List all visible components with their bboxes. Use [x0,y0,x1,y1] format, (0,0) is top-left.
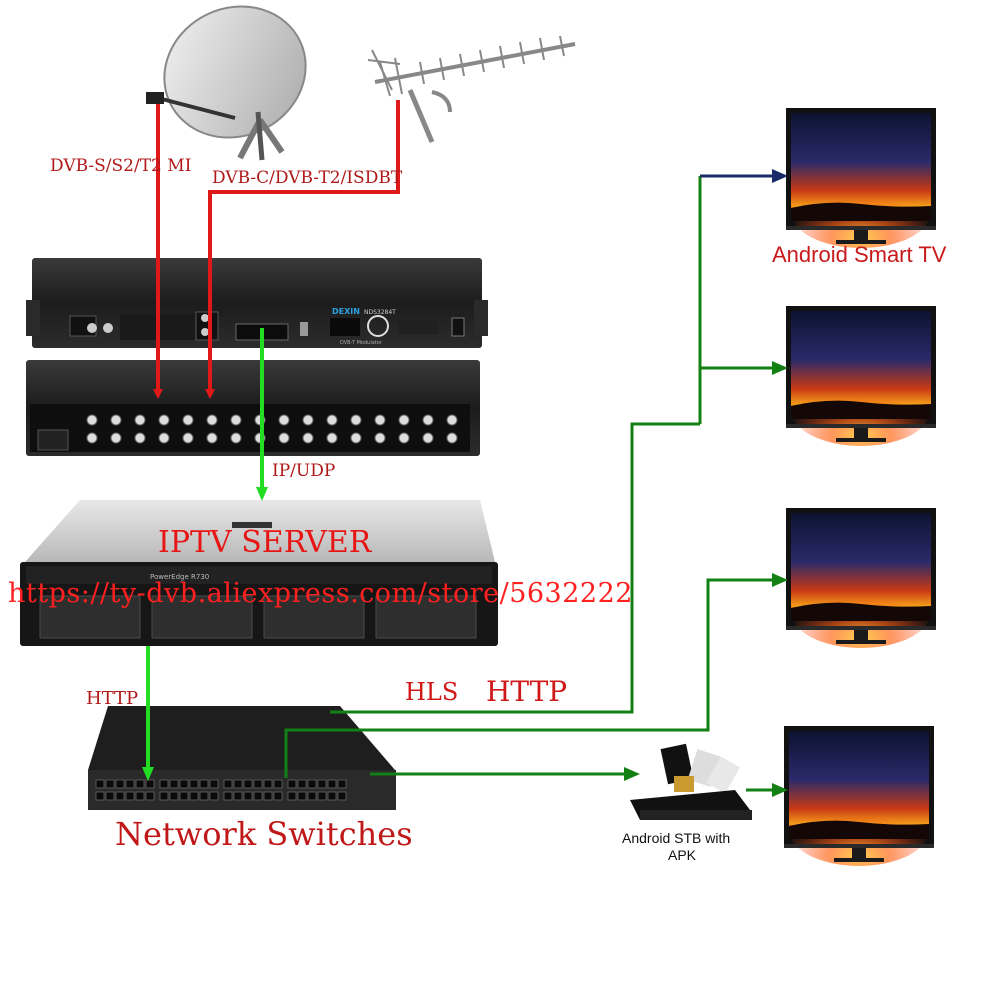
modulator-brand: DEXIN [332,307,360,316]
http-line [284,573,788,778]
terrestrial-signal-label: DVB-C/DVB-T2/ISDBT [212,168,403,188]
ip-udp-label: IP/UDP [272,461,336,481]
yagi-antenna-icon [367,35,576,143]
watermark-url: https://ty-dvb.aliexpress.com/store/5632… [8,578,633,609]
server-model: PowerEdge R730 [150,573,209,581]
tuner-device [26,360,480,456]
tv-monitor-icon [784,726,934,866]
rf-signal-lines [153,100,400,399]
distribution-lines [284,169,788,797]
set-top-box-icon [630,743,752,820]
terrestrial-rf-line [205,100,400,399]
ip-lines [142,328,268,781]
stb-label-line2: APK [668,847,697,863]
android-smart-tv-label: Android Smart TV [772,242,947,267]
satellite-signal-label: DVB-S/S2/T2 MI [50,156,192,176]
network-switches-label: Network Switches [115,815,413,853]
iptv-server-label: IPTV SERVER [158,525,372,560]
modulator-device: DEXIN NDS3284T DVB-T Modulator [26,258,488,348]
tv-monitor-icon [786,108,936,248]
http-left-label: HTTP [86,688,139,709]
hls-line [330,422,700,714]
stb-label-line1: Android STB with [622,830,731,846]
network-switch-device [88,706,396,810]
tv-monitor-icon [786,306,936,446]
satellite-dish-icon [146,5,307,161]
tv-monitor-icon [786,508,936,648]
modulator-subtitle: DVB-T Modulator [340,340,383,346]
modulator-model: NDS3284T [364,309,396,316]
iptv-server-device: PowerEdge R730 [20,500,498,646]
http-mid-label: HTTP [486,675,568,708]
hls-label: HLS [405,678,459,706]
